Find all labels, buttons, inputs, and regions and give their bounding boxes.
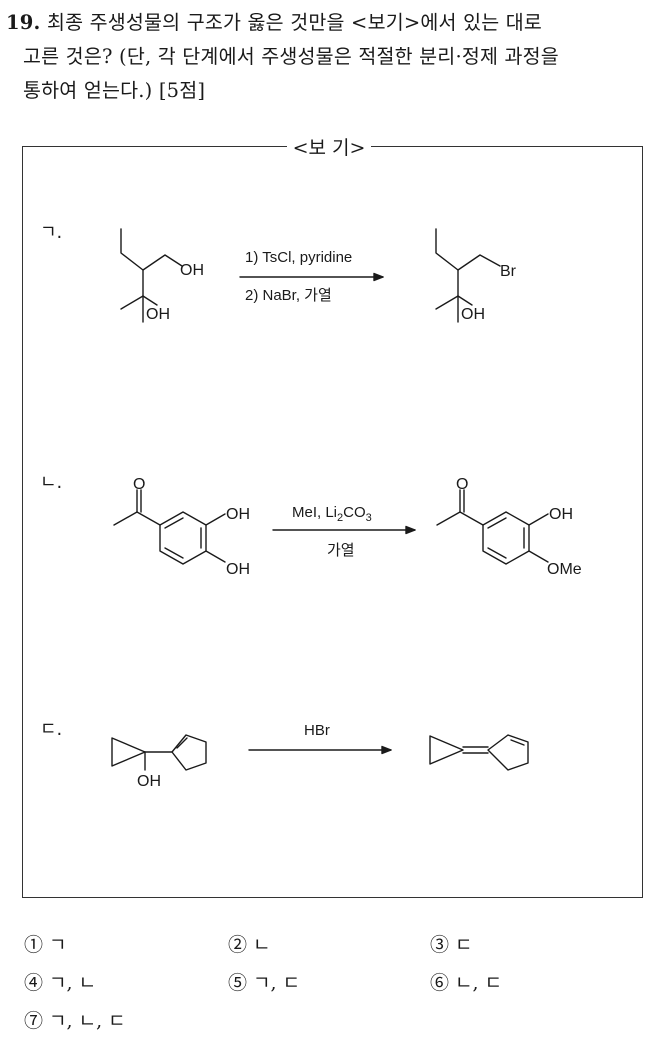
item-label-nieun: ㄴ. — [40, 472, 63, 493]
reactant1-oh-tertiary: OH — [146, 306, 170, 323]
reaction-arrow-2 — [272, 525, 416, 535]
choice-4[interactable]: ④ ㄱ, ㄴ — [24, 972, 97, 994]
item-label-digeut: ㄷ. — [40, 719, 63, 740]
reaction-arrow-3 — [248, 745, 392, 755]
choice-7[interactable]: ⑦ ㄱ, ㄴ, ㄷ — [24, 1010, 126, 1032]
product1-oh: OH — [461, 306, 485, 323]
question-line-3: 통하여 얻는다.) [5점] — [23, 79, 206, 102]
reactant2-oh-meta: OH — [226, 506, 250, 523]
item-label-giyeok: ㄱ. — [40, 222, 63, 243]
reactant1-oh-primary: OH — [180, 262, 204, 279]
product-alkylidene-structure — [429, 734, 529, 771]
reactant-cyclopropanol-structure — [111, 734, 207, 771]
product-methoxy-ketone-structure — [436, 489, 549, 565]
choice-2[interactable]: ② ㄴ — [228, 934, 271, 956]
product-bromide-structure — [435, 228, 501, 323]
reactant-diol-structure — [120, 228, 183, 323]
choice-5[interactable]: ⑤ ㄱ, ㄷ — [228, 972, 301, 994]
question-line-1: 19. 최종 주생성물의 구조가 옳은 것만을 <보기>에서 있는 대로 — [6, 6, 652, 40]
reagent-hbr: HBr — [304, 722, 330, 739]
product1-br: Br — [500, 263, 517, 280]
product2-oh: OH — [549, 506, 573, 523]
choice-3[interactable]: ③ ㄷ — [430, 934, 473, 956]
question-number: 19. — [6, 11, 41, 34]
reagent-step-2: 2) NaBr, 가열 — [245, 287, 332, 304]
reaction-arrow-1 — [239, 272, 384, 282]
product2-carbonyl-o: O — [456, 476, 468, 493]
reagent-methylation: MeI, Li2CO3 — [292, 504, 372, 524]
reactant2-carbonyl-o: O — [133, 476, 145, 493]
choice-1[interactable]: ① ㄱ — [24, 934, 67, 956]
choice-6[interactable]: ⑥ ㄴ, ㄷ — [430, 972, 503, 994]
question-line-1-text: 최종 주생성물의 구조가 옳은 것만을 <보기>에서 있는 대로 — [46, 11, 543, 34]
reactant2-oh-para: OH — [226, 561, 250, 578]
reactant-catechol-ketone-structure — [113, 489, 226, 565]
question-text: 19. 최종 주생성물의 구조가 옳은 것만을 <보기>에서 있는 대로 고른 … — [6, 6, 652, 108]
question-line-2: 고른 것은? (단, 각 단계에서 주생성물은 적절한 분리·정제 과정을 — [23, 45, 559, 68]
reactant3-oh: OH — [137, 773, 161, 790]
reagent-heat: 가열 — [327, 542, 355, 559]
product2-ome: OMe — [547, 561, 582, 578]
reagent-step-1: 1) TsCl, pyridine — [245, 249, 352, 266]
